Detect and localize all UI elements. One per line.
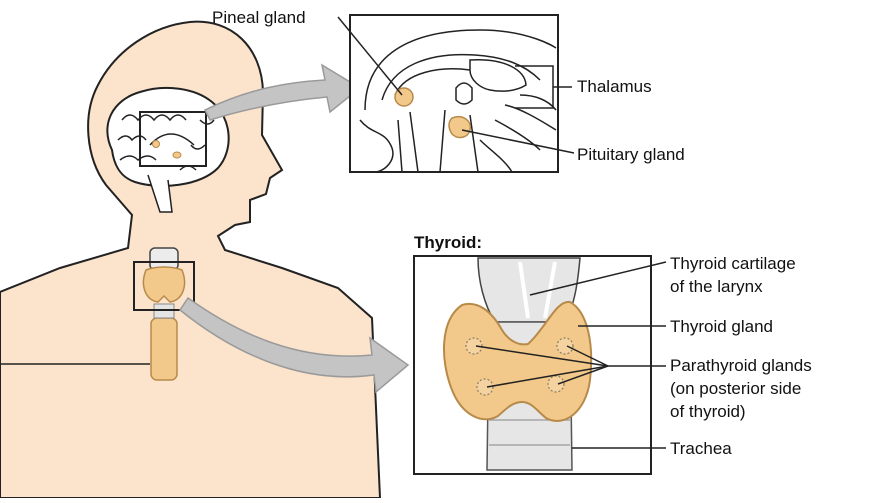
label-trachea: Trachea	[670, 439, 732, 458]
parathyroid-dot-4	[547, 375, 565, 393]
brain-small	[106, 86, 230, 213]
parathyroid-dot-3	[476, 378, 494, 396]
leader-pituitary	[461, 129, 575, 154]
leader-cartilage	[529, 261, 667, 296]
label-thyroid-cartilage-2: of the larynx	[670, 277, 763, 296]
label-thyroid-gland: Thyroid gland	[670, 317, 774, 336]
label-parathyroid-2: (on posterior side	[670, 379, 802, 398]
parathyroid-dot-2	[556, 337, 574, 355]
neck-glands-small	[133, 247, 195, 381]
label-parathyroid-1: Parathyroid glands	[670, 356, 812, 375]
brain-zoom-box	[139, 111, 207, 167]
brain-detail	[349, 14, 559, 173]
label-parathyroid-3: of thyroid)	[670, 402, 746, 421]
bracket-thalamus	[515, 65, 572, 109]
parathyroid-dot-1	[465, 337, 483, 355]
label-pineal-gland: Pineal gland	[212, 8, 306, 27]
thyroid-detail	[413, 255, 652, 475]
label-thyroid-cartilage-1: Thyroid cartilage	[670, 254, 796, 273]
leaders-parathyroid	[475, 345, 666, 388]
label-pituitary-gland: Pituitary gland	[577, 145, 685, 164]
pineal-dot-small	[152, 140, 160, 148]
label-thyroid-heading: Thyroid:	[414, 233, 482, 252]
body-silhouette	[0, 20, 382, 499]
pituitary-gland-shape	[448, 116, 471, 139]
leader-pineal	[337, 16, 403, 96]
thyroid-zoom-box	[133, 261, 195, 311]
label-thalamus: Thalamus	[577, 77, 652, 96]
arrow-to-thyroid	[178, 296, 410, 394]
